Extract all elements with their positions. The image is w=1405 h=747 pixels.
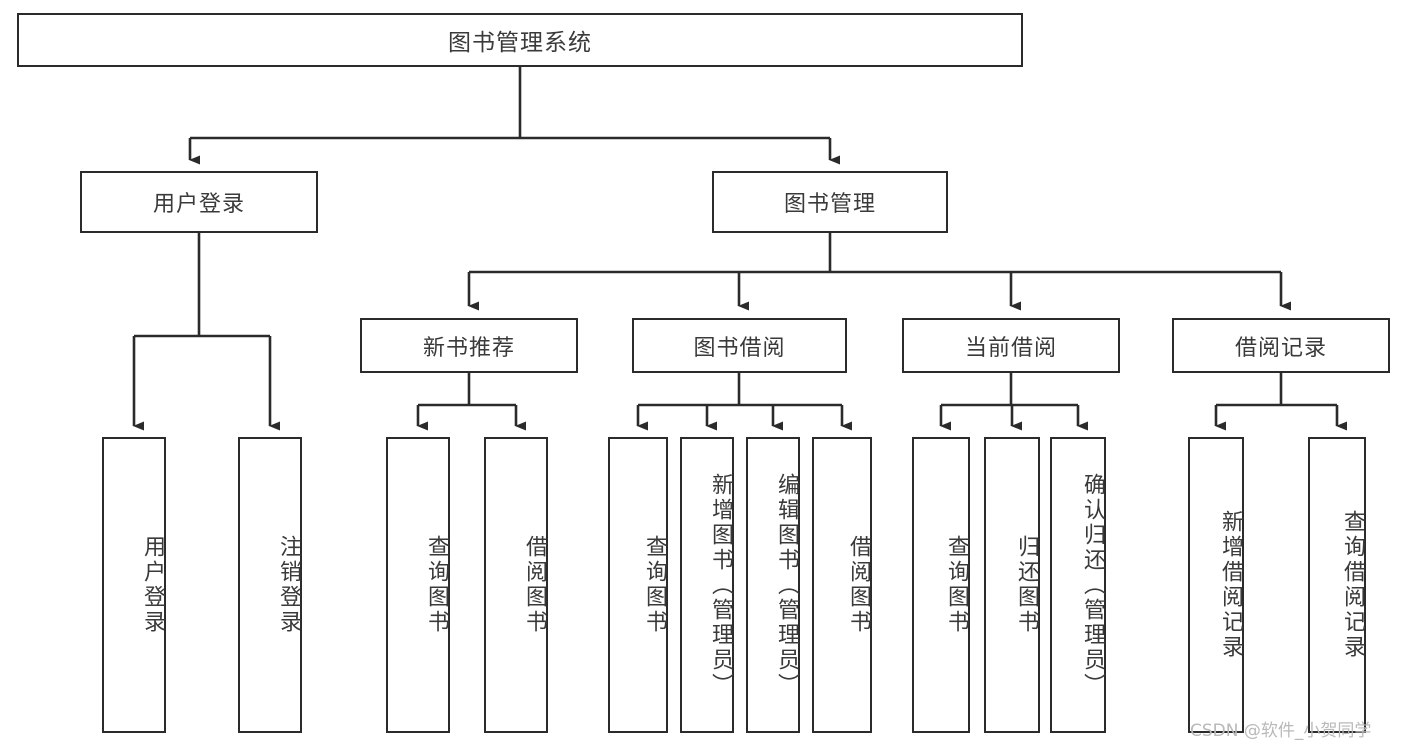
leaf-user-login[interactable]: 用户登录 — [102, 437, 166, 733]
leaf-borrow-book-label: 借阅图书 — [846, 535, 871, 635]
node-current-borrow[interactable]: 当前借阅 — [902, 318, 1120, 373]
node-book-management[interactable]: 图书管理 — [712, 171, 948, 233]
node-book-borrow[interactable]: 图书借阅 — [632, 318, 847, 373]
leaf-logout[interactable]: 注销登录 — [238, 437, 302, 733]
leaf-add-book-admin[interactable]: 新增图书（管理员） — [680, 437, 734, 733]
leaf-query-book-recommend-label: 查询图书 — [424, 535, 449, 635]
leaf-add-book-admin-label: 新增图书（管理员） — [708, 472, 733, 698]
leaf-confirm-return-admin[interactable]: 确认归还（管理员） — [1050, 437, 1106, 733]
node-book-management-label: 图书管理 — [783, 192, 876, 217]
leaf-edit-book-admin[interactable]: 编辑图书（管理员） — [746, 437, 800, 733]
leaf-query-borrow-record-label: 查询借阅记录 — [1340, 510, 1365, 660]
leaf-confirm-return-admin-label: 确认归还（管理员） — [1080, 472, 1105, 698]
leaf-query-book-current-label: 查询图书 — [944, 535, 969, 635]
leaf-user-login-label: 用户登录 — [140, 535, 165, 635]
csdn-watermark: CSDN @软件_小贺同学 — [1190, 721, 1372, 741]
node-book-borrow-label: 图书借阅 — [693, 335, 786, 361]
node-borrow-record[interactable]: 借阅记录 — [1172, 318, 1390, 373]
node-root-label: 图书管理系统 — [448, 30, 592, 56]
node-new-book-recommend-label: 新书推荐 — [422, 335, 515, 361]
leaf-add-borrow-record[interactable]: 新增借阅记录 — [1188, 437, 1244, 733]
node-user-login-label: 用户登录 — [152, 192, 245, 217]
node-root[interactable]: 图书管理系统 — [17, 13, 1023, 67]
leaf-query-book-current[interactable]: 查询图书 — [912, 437, 970, 733]
leaf-edit-book-admin-label: 编辑图书（管理员） — [774, 472, 799, 698]
node-new-book-recommend[interactable]: 新书推荐 — [360, 318, 578, 373]
leaf-logout-label: 注销登录 — [276, 535, 301, 635]
leaf-borrow-book-recommend[interactable]: 借阅图书 — [484, 437, 548, 733]
leaf-query-book-borrow[interactable]: 查询图书 — [608, 437, 668, 733]
leaf-return-book-label: 归还图书 — [1014, 535, 1039, 635]
leaf-query-borrow-record[interactable]: 查询借阅记录 — [1308, 437, 1366, 733]
leaf-query-book-recommend[interactable]: 查询图书 — [386, 437, 450, 733]
leaf-add-borrow-record-label: 新增借阅记录 — [1218, 510, 1243, 660]
leaf-borrow-book-recommend-label: 借阅图书 — [522, 535, 547, 635]
node-user-login[interactable]: 用户登录 — [80, 171, 318, 233]
leaf-query-book-borrow-label: 查询图书 — [642, 535, 667, 635]
leaf-return-book[interactable]: 归还图书 — [984, 437, 1040, 733]
node-borrow-record-label: 借阅记录 — [1234, 335, 1327, 361]
leaf-borrow-book[interactable]: 借阅图书 — [812, 437, 872, 733]
node-current-borrow-label: 当前借阅 — [964, 335, 1057, 361]
